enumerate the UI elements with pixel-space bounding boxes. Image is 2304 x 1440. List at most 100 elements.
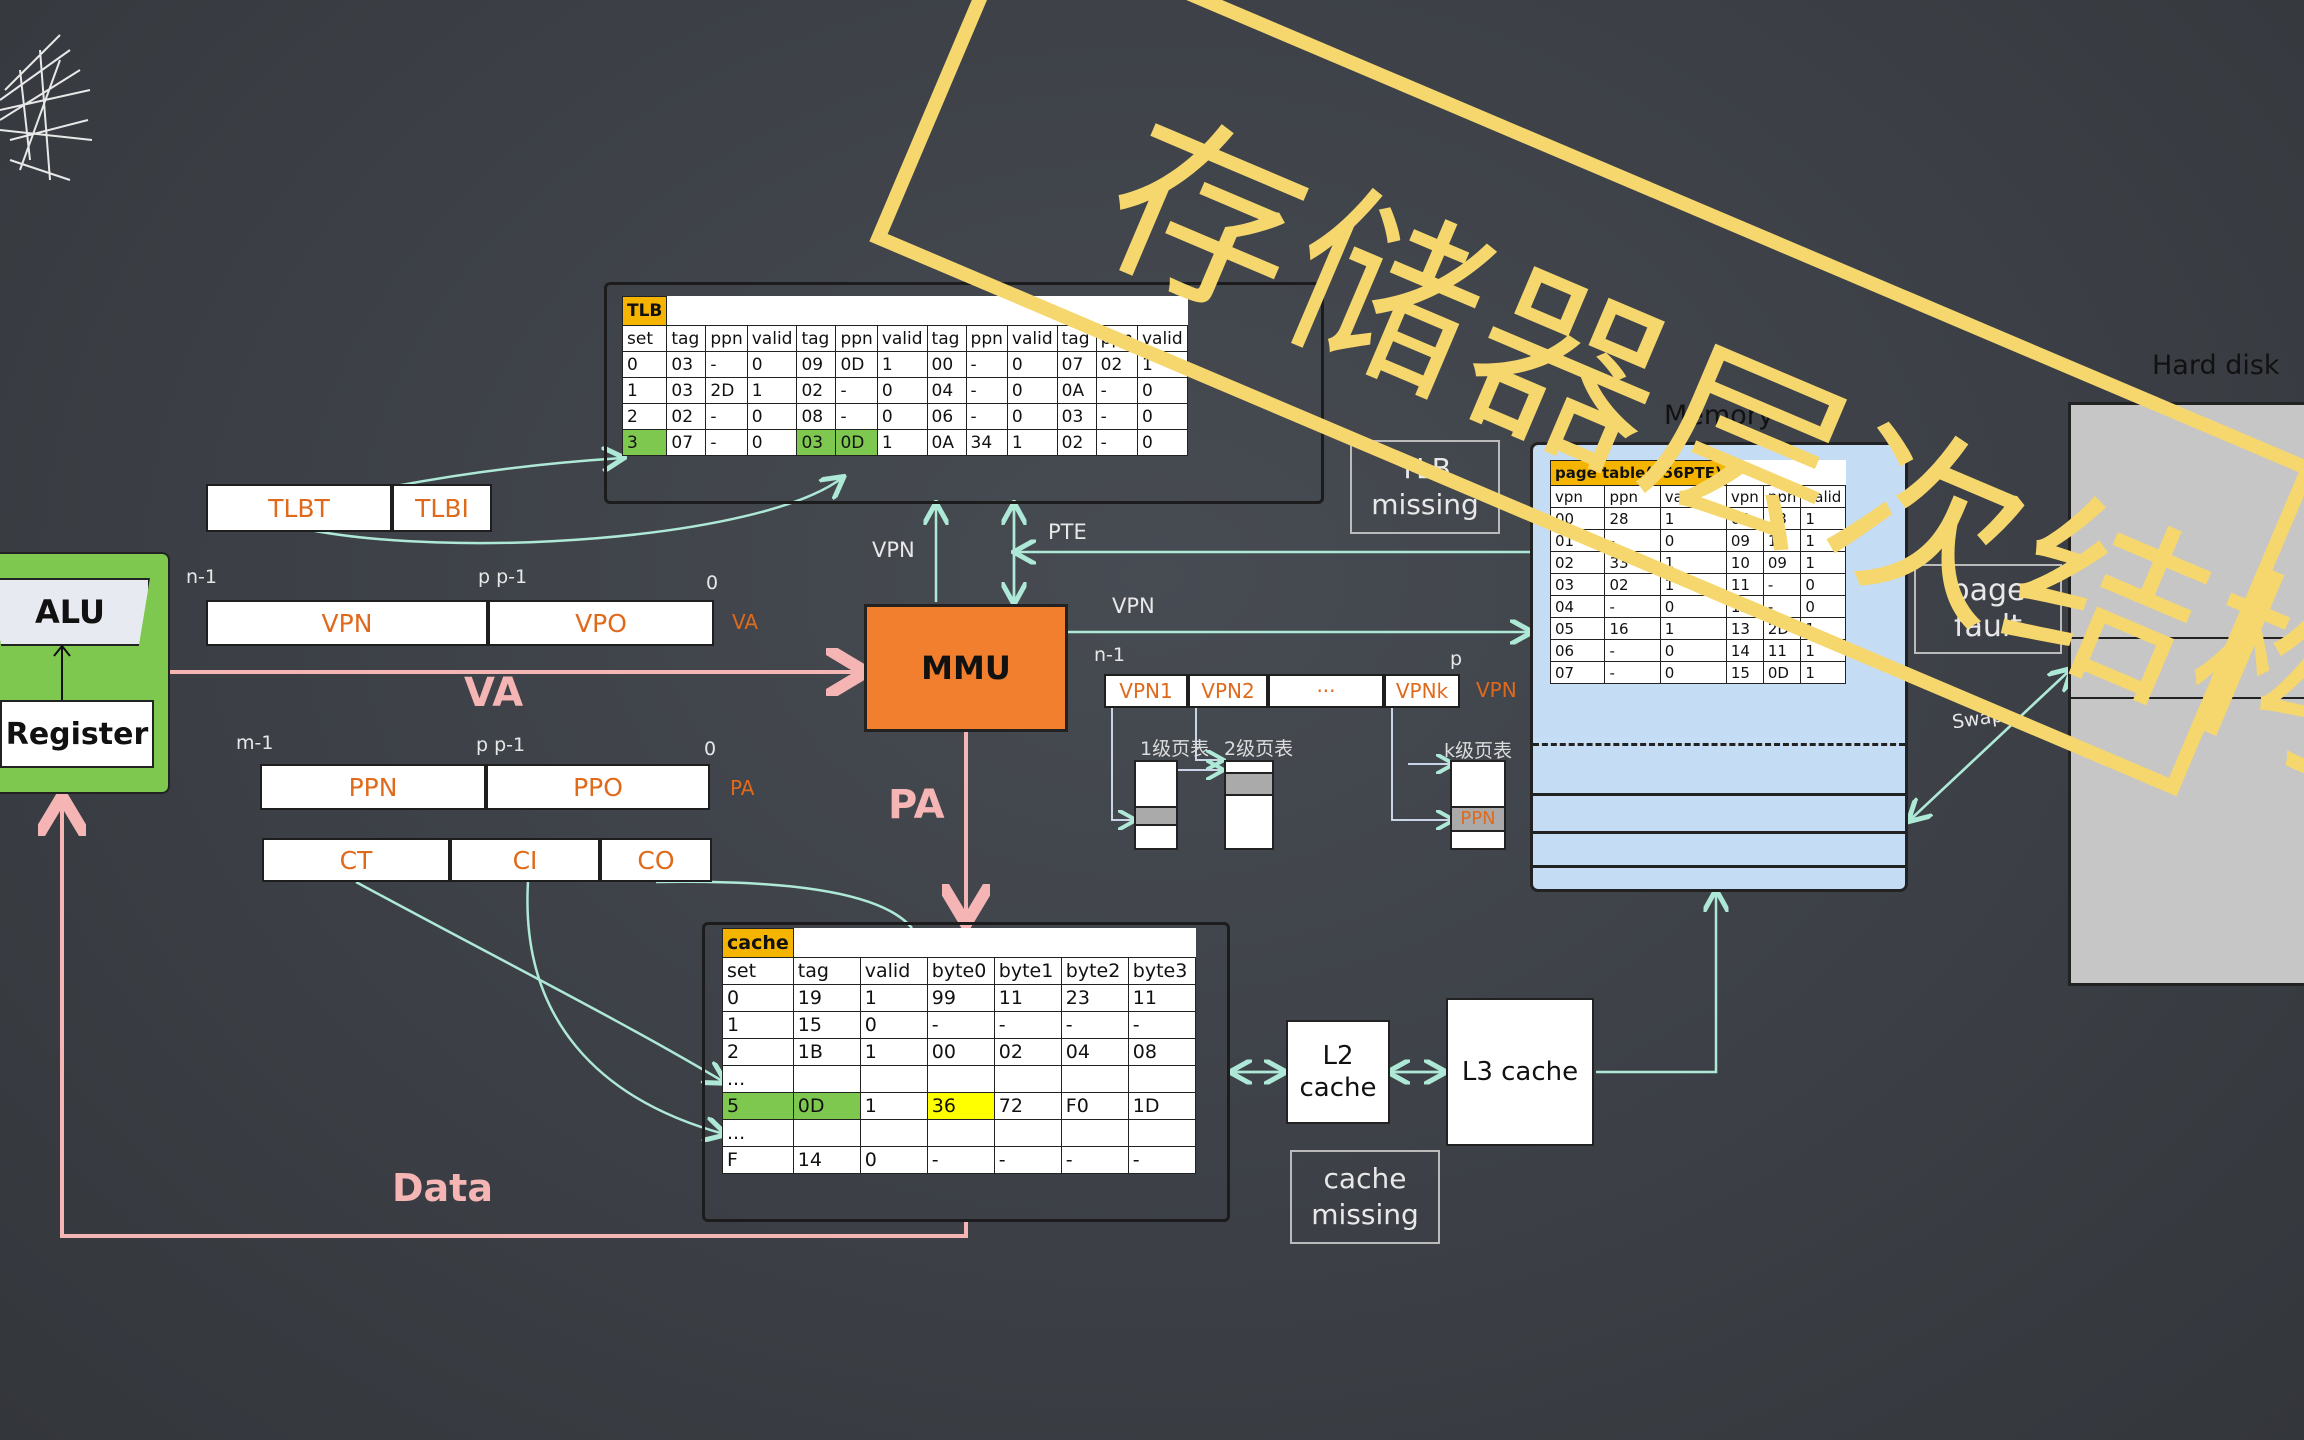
table-cell: 16 — [1604, 617, 1661, 640]
vpn-right-label: VPN — [1112, 594, 1155, 618]
table-cell: 2D — [705, 377, 748, 404]
table-cell: 0 — [746, 429, 798, 456]
table-cell: 72 — [993, 1092, 1062, 1120]
table-cell: - — [1095, 429, 1138, 456]
disk-divider-1 — [2071, 637, 2304, 639]
table-header-cell: tag — [792, 957, 861, 985]
pa-tag: PA — [730, 776, 755, 800]
table-cell: 0 — [621, 351, 668, 378]
pa-bit-p: p p-1 — [476, 734, 526, 756]
va-tag: VA — [732, 610, 759, 634]
table-cell: 02 — [1095, 351, 1138, 378]
table-header-cell: byte3 — [1127, 957, 1196, 985]
table-cell — [926, 1119, 995, 1147]
table-header-cell: valid — [859, 957, 928, 985]
table-cell — [993, 1119, 1062, 1147]
ml-line-k — [1391, 706, 1452, 820]
tlbt-label: TLBT — [268, 493, 330, 523]
memory-divider-3 — [1533, 865, 1905, 868]
table-cell: - — [993, 1011, 1062, 1039]
mmu-box: MMU — [864, 604, 1068, 732]
table-cell: 1 — [621, 377, 668, 404]
data-arrow — [62, 800, 968, 1238]
table-cell: 19 — [792, 984, 861, 1012]
table-cell: 0 — [1136, 377, 1188, 404]
table-cell: 13 — [1725, 617, 1764, 640]
table-cell: 08 — [796, 403, 837, 430]
table-header-cell: tag — [926, 325, 967, 352]
table-cell: 06 — [926, 403, 967, 430]
table-cell: 11 — [1127, 984, 1196, 1012]
vpn1-label: VPN1 — [1119, 679, 1173, 703]
alu-label: ALU — [35, 593, 105, 631]
table-cell — [926, 1065, 995, 1093]
tlb-frame — [604, 282, 1324, 504]
table-cell: - — [1127, 1146, 1196, 1174]
vpn2-field: VPN2 — [1188, 674, 1268, 708]
table-header-cell: ppn — [965, 325, 1008, 352]
l2-line1: L2 — [1322, 1041, 1354, 1071]
table-cell: 11 — [1762, 639, 1802, 662]
table-header-cell: byte0 — [926, 957, 995, 985]
table-cell: 1 — [859, 1038, 928, 1066]
table-cell — [1060, 1065, 1129, 1093]
memory-divider-2 — [1533, 831, 1905, 834]
l3-label: L3 cache — [1461, 1057, 1579, 1087]
tlbi-line — [395, 458, 622, 488]
levelk-ppn: PPN — [1452, 806, 1504, 832]
register-box: Register — [0, 700, 154, 768]
table-cell: - — [965, 351, 1008, 378]
table-cell: - — [835, 403, 878, 430]
tlbt-field: TLBT — [206, 484, 392, 532]
table-cell: 07 — [666, 429, 707, 456]
data-arrow-label: Data — [392, 1166, 493, 1210]
table-cell: - — [1095, 403, 1138, 430]
page-fault-line1: page — [1950, 573, 2026, 608]
vpn-field: VPN — [206, 600, 488, 646]
table-cell: - — [1127, 1011, 1196, 1039]
table-cell: 5 — [722, 1092, 794, 1120]
cache-title: cache — [722, 928, 794, 958]
table-cell: - — [705, 351, 748, 378]
table-header-cell: valid — [746, 325, 798, 352]
page-fault-line2: fault — [1953, 609, 2023, 644]
table-cell: - — [1604, 661, 1661, 684]
l3-cache-box: L3 cache — [1446, 998, 1594, 1146]
ci-line — [526, 881, 724, 1134]
table-cell: 09 — [796, 351, 837, 378]
table-cell: 00 — [926, 1038, 995, 1066]
table-row: ... — [722, 1065, 1196, 1093]
ml-vpn-tag: VPN — [1476, 678, 1517, 702]
table-header-cell: set — [621, 325, 668, 352]
table-cell: ... — [722, 1065, 794, 1093]
disk-divider-2 — [2071, 697, 2304, 699]
table-cell: 04 — [1549, 595, 1606, 618]
page-table-title: page table(256PTE) — [1550, 460, 1727, 486]
tlb-title: TLB — [621, 296, 668, 326]
level1-label: 1级页表 — [1140, 738, 1210, 760]
table-cell: 01 — [1549, 529, 1606, 552]
table-cell: 0D — [792, 1092, 861, 1120]
memory-divider-dashed — [1533, 743, 1905, 746]
table-cell: - — [993, 1146, 1062, 1174]
table-cell: 1D — [1127, 1092, 1196, 1120]
co-label: CO — [637, 845, 675, 875]
table-cell: 08 — [1725, 507, 1764, 530]
table-cell: 14 — [1725, 639, 1764, 662]
table-header-cell: ppn — [705, 325, 748, 352]
table-cell: 0 — [876, 403, 928, 430]
table-cell: 0 — [746, 351, 798, 378]
ct-label: CT — [339, 845, 373, 875]
ct-line — [355, 880, 724, 1082]
table-header-cell: valid — [1659, 485, 1727, 508]
alu-box: ALU — [0, 578, 150, 646]
